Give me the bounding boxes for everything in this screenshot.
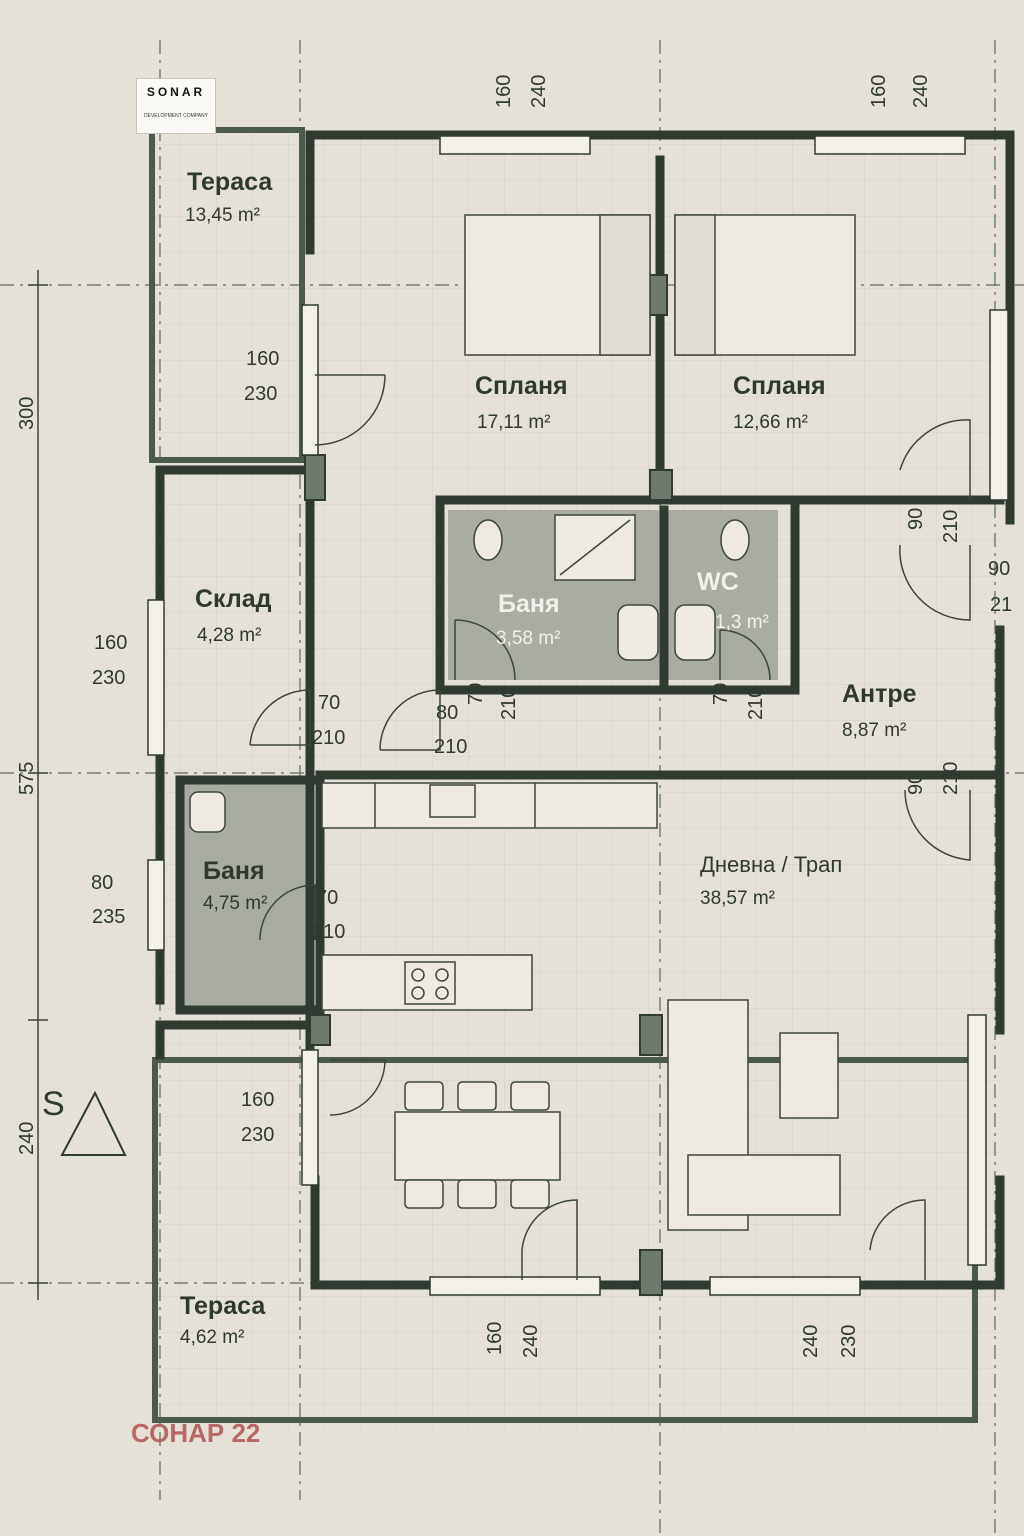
dim-store-door-a: 70	[318, 692, 341, 714]
dim-bot1-a: 160	[484, 1321, 506, 1355]
compass-label: S	[42, 1085, 65, 1123]
dim-entry-b: 210	[940, 509, 962, 543]
furniture	[189, 214, 856, 1231]
dim-bot2-b: 230	[838, 1324, 860, 1358]
dim-left-240: 240	[16, 1121, 38, 1155]
terrace-bottom-name: Тераса	[180, 1292, 266, 1320]
terrace-top-name: Тераса	[187, 168, 273, 196]
logo-name: SONAR	[146, 85, 206, 99]
dim-store-door-b: 210	[312, 727, 346, 749]
dim-bath-door-a: 80	[436, 702, 459, 724]
bath-left-area: 4,75 m²	[203, 893, 268, 914]
dim-bathl-win-b: 235	[92, 906, 126, 928]
dim-wc-a: 70	[710, 682, 732, 705]
dim-bot1-b: 240	[520, 1324, 542, 1358]
bath-center-area: 3,58 m²	[496, 628, 561, 649]
hall-name: Антре	[842, 680, 917, 708]
windows	[147, 135, 1009, 1296]
terrace-top-outline	[149, 127, 305, 463]
dim-liv-door-a: 90	[905, 772, 927, 795]
walls	[155, 130, 1015, 1290]
bath-center-name: Баня	[498, 590, 560, 618]
dim-bed-win-b: 230	[244, 383, 278, 405]
dim-bathl-win-a: 80	[91, 872, 114, 894]
dim-left-575: 575	[16, 761, 38, 795]
left-dimension-line	[28, 270, 48, 1300]
dim-top1-b: 240	[528, 74, 550, 108]
bedroom-right-area: 12,66 m²	[733, 412, 808, 433]
dim-bathl-door-b: 210	[312, 921, 346, 943]
dim-entry-a: 90	[905, 507, 927, 530]
living-name: Дневна / Трап	[700, 852, 843, 877]
dim-right-a: 90	[988, 558, 1011, 580]
dim-liv-door-b: 210	[940, 761, 962, 795]
dim-left-300: 300	[16, 396, 38, 430]
bedroom-left-name: Спланя	[475, 372, 568, 400]
wc-area: 1,3 m²	[715, 612, 769, 633]
dim-bath-door-b: 210	[434, 736, 468, 758]
dim-top1-a: 160	[493, 74, 515, 108]
dim-bed-win-a: 160	[246, 348, 280, 370]
dim-bathl-door-a: 70	[316, 887, 339, 909]
hall-area: 8,87 m²	[842, 720, 907, 741]
living-area: 38,57 m²	[700, 888, 775, 909]
door-swings	[249, 374, 971, 1280]
bath-left-name: Баня	[203, 857, 265, 885]
terrace-top-area: 13,45 m²	[185, 205, 260, 226]
dim-wc-b: 210	[745, 686, 767, 720]
company-logo: SONAR DEVELOPMENT COMPANY	[136, 78, 216, 134]
compass-triangle	[60, 1090, 127, 1156]
dim-liv-win-b: 230	[241, 1124, 275, 1146]
dim-top2-b: 240	[910, 74, 932, 108]
storage-area: 4,28 m²	[197, 625, 262, 646]
dim-liv-win-a: 160	[241, 1089, 275, 1111]
terrace-bottom-area: 4,62 m²	[180, 1327, 245, 1348]
dim-store-win-a: 160	[94, 632, 128, 654]
project-caption: СОНАР 22	[131, 1418, 261, 1448]
dim-top2-a: 160	[868, 74, 890, 108]
dim-bath-c-b: 210	[498, 686, 520, 720]
logo-subtitle: DEVELOPMENT COMPANY	[144, 113, 208, 119]
dim-bath-c-a: 70	[465, 682, 487, 705]
storage-name: Склад	[195, 585, 272, 613]
dim-bot2-a: 240	[800, 1324, 822, 1358]
bedroom-right-name: Спланя	[733, 372, 826, 400]
wc-name: WC	[697, 568, 739, 596]
dim-store-win-b: 230	[92, 667, 126, 689]
bedroom-left-area: 17,11 m²	[477, 412, 551, 433]
dim-right-b: 21	[990, 594, 1013, 616]
